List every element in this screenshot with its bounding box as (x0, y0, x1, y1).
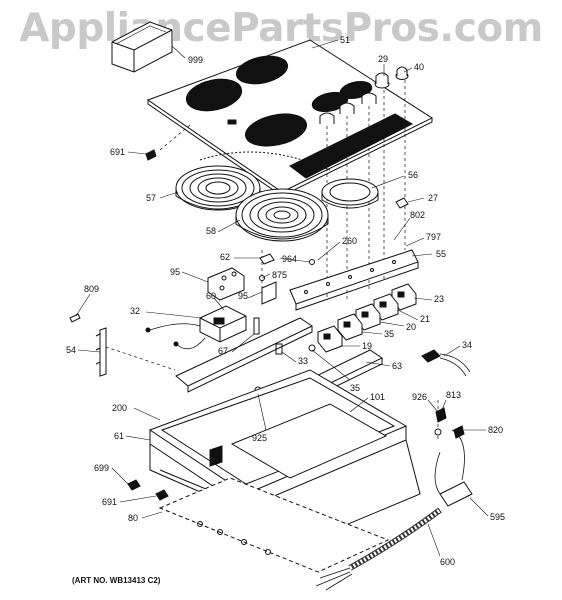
part-19-23-infinite-switches[interactable] (317, 283, 417, 353)
callout-35-upper: 35 (384, 329, 394, 339)
callout-699: 699 (94, 463, 109, 473)
callout-926: 926 (412, 392, 427, 402)
callout-55: 55 (436, 249, 446, 259)
callout-21: 21 (420, 314, 430, 324)
callout-95-upper: 95 (170, 267, 180, 277)
callout-595: 595 (490, 512, 505, 522)
part-809-screw[interactable] (69, 313, 81, 323)
callout-260: 260 (342, 236, 357, 246)
callout-691-bottom: 691 (102, 497, 117, 507)
part-95-bracket[interactable] (207, 267, 277, 305)
watermark: AppliancePartsPros.com (19, 6, 543, 51)
callout-51: 51 (340, 35, 350, 45)
callout-27: 27 (428, 193, 438, 203)
part-34-wire-harness[interactable] (421, 349, 471, 377)
part-60-relay[interactable] (145, 305, 247, 350)
callout-809: 809 (84, 284, 99, 294)
part-29-40-knobs[interactable] (319, 66, 409, 124)
callout-40: 40 (414, 62, 424, 72)
callout-67: 67 (218, 346, 228, 356)
part-80-bottom-panel[interactable] (158, 477, 390, 573)
callout-802: 802 (410, 210, 425, 220)
callout-80: 80 (128, 513, 138, 523)
callout-95-lower: 95 (238, 291, 248, 301)
callout-60: 60 (206, 291, 216, 301)
callout-600: 600 (440, 557, 455, 567)
callout-54: 54 (66, 345, 76, 355)
part-999-box[interactable] (111, 21, 173, 73)
art-number: (ART NO. WB13413 C2) (72, 576, 161, 585)
callout-58: 58 (206, 226, 216, 236)
callout-61: 61 (114, 431, 124, 441)
part-595-terminal-block[interactable] (434, 407, 473, 507)
callout-57: 57 (146, 193, 156, 203)
part-101-insulation[interactable] (230, 403, 388, 479)
callout-101: 101 (370, 392, 385, 402)
callout-20: 20 (406, 322, 416, 332)
callout-leader-lines (75, 39, 489, 557)
callout-820: 820 (488, 425, 503, 435)
part-699-691-screws[interactable] (127, 149, 409, 501)
part-56-element[interactable] (199, 151, 379, 209)
callout-33: 33 (298, 356, 308, 366)
callout-797: 797 (426, 232, 441, 242)
callout-925: 925 (252, 433, 267, 443)
part-54-side-bracket[interactable] (95, 327, 107, 377)
callout-23: 23 (434, 294, 444, 304)
callout-29: 29 (378, 54, 388, 64)
part-55-control-bracket[interactable] (289, 249, 419, 311)
callout-19: 19 (362, 341, 372, 351)
callout-32: 32 (130, 306, 140, 316)
part-600-conduit[interactable] (315, 507, 442, 591)
callout-63: 63 (392, 361, 402, 371)
callout-813: 813 (446, 390, 461, 400)
callout-56: 56 (408, 170, 418, 180)
callout-200: 200 (112, 403, 127, 413)
callout-691-top: 691 (110, 147, 125, 157)
callout-35-lower: 35 (350, 383, 360, 393)
callout-999: 999 (188, 55, 203, 65)
callout-964: 964 (282, 254, 297, 264)
callout-34: 34 (462, 340, 472, 350)
callout-labels: 999 51 29 40 691 56 27 57 802 58 260 797… (66, 35, 505, 567)
callout-875: 875 (272, 270, 287, 280)
callout-62: 62 (220, 252, 230, 262)
part-58-radiant-element[interactable] (235, 188, 329, 242)
